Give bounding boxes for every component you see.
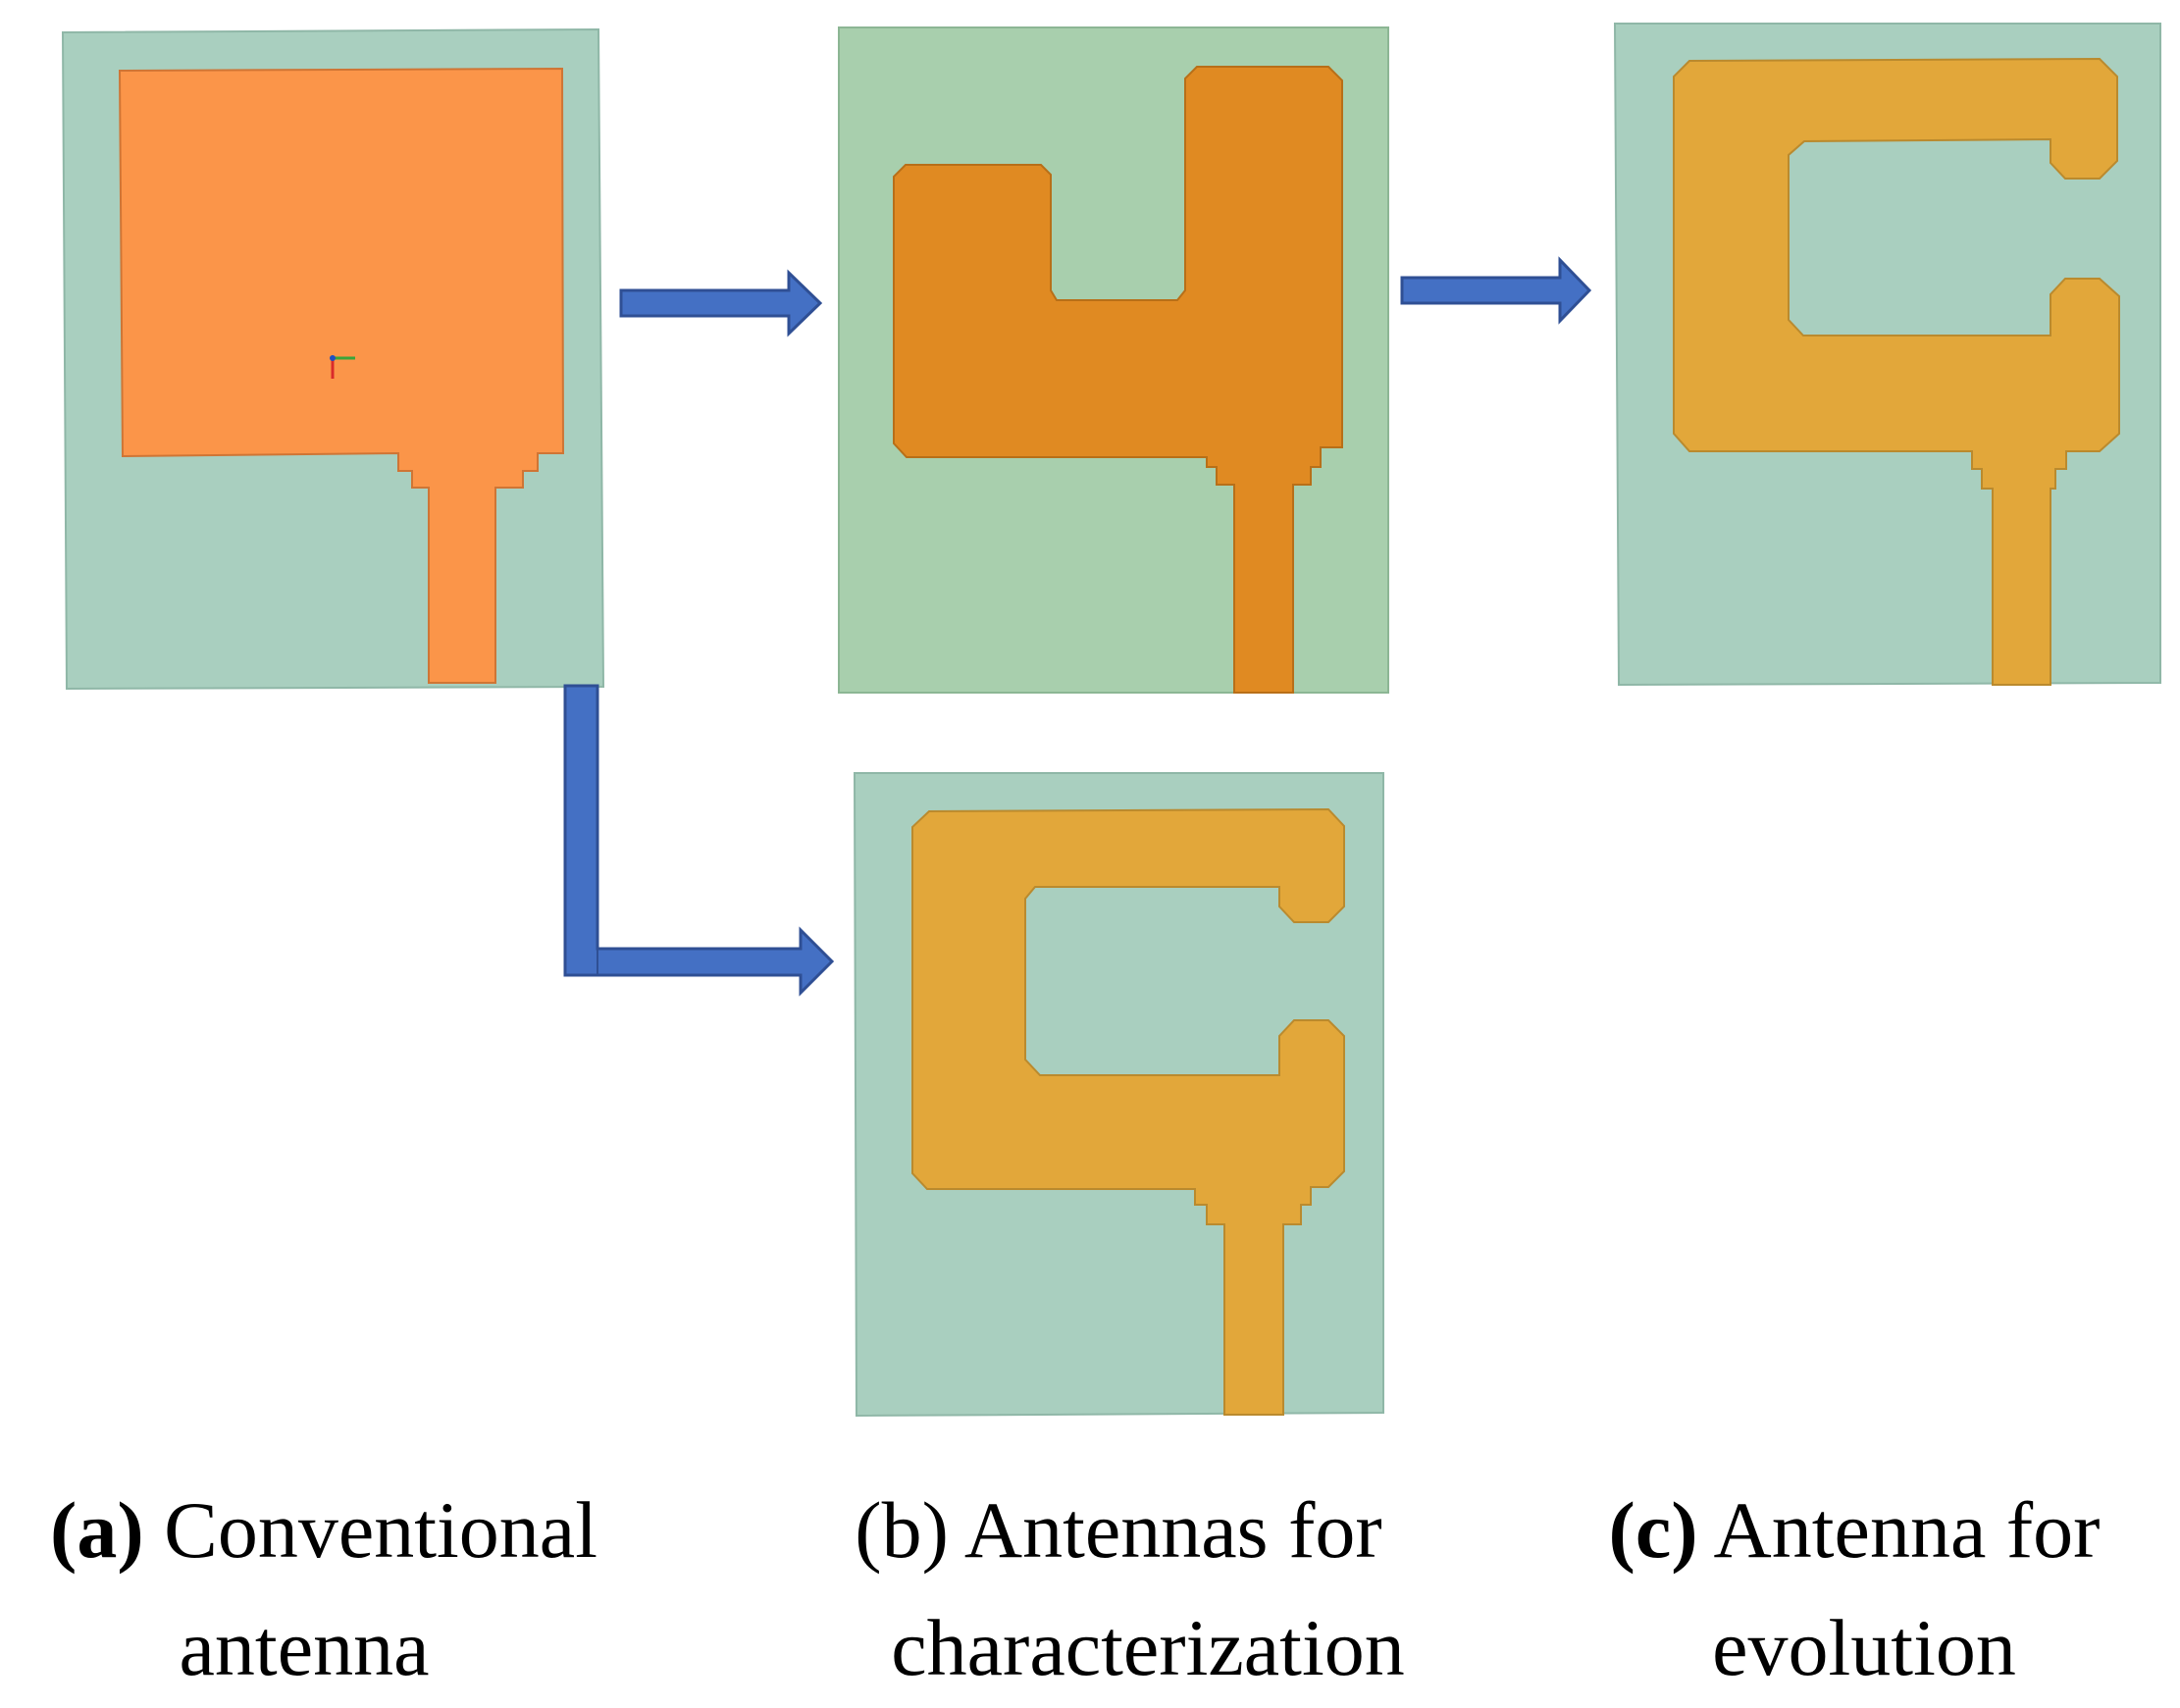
antenna-a-conventional — [61, 27, 605, 691]
arrow-a-to-c-lower — [563, 684, 835, 997]
caption-b-line2: characterization — [891, 1603, 1405, 1692]
rectangular-patch-a — [118, 67, 565, 684]
antenna-c-lower — [853, 772, 1384, 1418]
origin-axis-marker — [330, 355, 355, 379]
c-shaped-patch-lower — [911, 807, 1345, 1416]
caption-c: (c) Antenna for evolution — [1570, 1472, 2139, 1707]
caption-b: (b) Antennas for characterization — [775, 1472, 1462, 1707]
caption-c-line2: evolution — [1712, 1603, 2016, 1692]
antenna-c-c-shaped — [1613, 23, 2161, 687]
c-shaped-patch-c — [1673, 57, 2120, 686]
caption-a-line2: antenna — [179, 1603, 430, 1692]
caption-c-letter: (c) — [1608, 1485, 1698, 1575]
caption-a-letter: (a) — [50, 1485, 144, 1575]
u-shaped-patch-b — [893, 66, 1343, 694]
antenna-b-u-shaped — [838, 26, 1389, 694]
caption-c-line1: Antenna for — [1713, 1485, 2101, 1575]
caption-b-line1: Antennas for — [963, 1485, 1382, 1575]
arrow-b-to-c — [1400, 256, 1592, 325]
caption-a-line1: Conventional — [164, 1485, 597, 1575]
arrow-a-to-b — [619, 269, 823, 337]
caption-a: (a) Conventional antenna — [20, 1472, 628, 1707]
caption-b-letter: (b) — [855, 1485, 949, 1575]
